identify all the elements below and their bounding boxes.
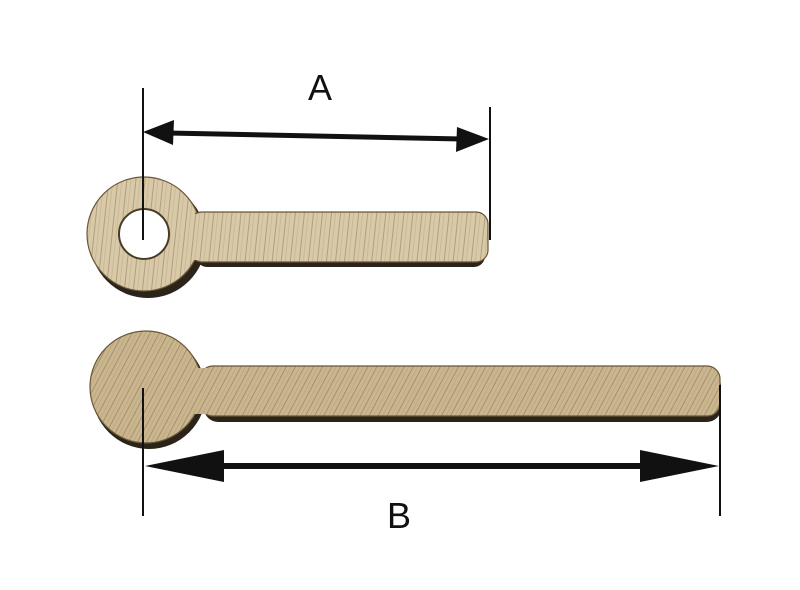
lower-part-body	[89, 330, 721, 444]
dimension-b: B	[142, 385, 721, 536]
dimension-a: A	[142, 67, 491, 240]
dimension-b-arrow-left	[145, 450, 224, 482]
dimension-b-label: B	[387, 495, 411, 536]
dimension-a-arrow-left	[143, 120, 174, 145]
upper-part-with-hole	[86, 176, 489, 298]
dimension-a-line	[167, 130, 463, 142]
dimension-a-arrow-right	[456, 127, 489, 152]
dimension-b-arrow-right	[640, 450, 719, 482]
dimension-a-label: A	[308, 67, 332, 108]
lower-part-solid-disk	[89, 330, 721, 449]
upper-part-body	[86, 176, 489, 292]
